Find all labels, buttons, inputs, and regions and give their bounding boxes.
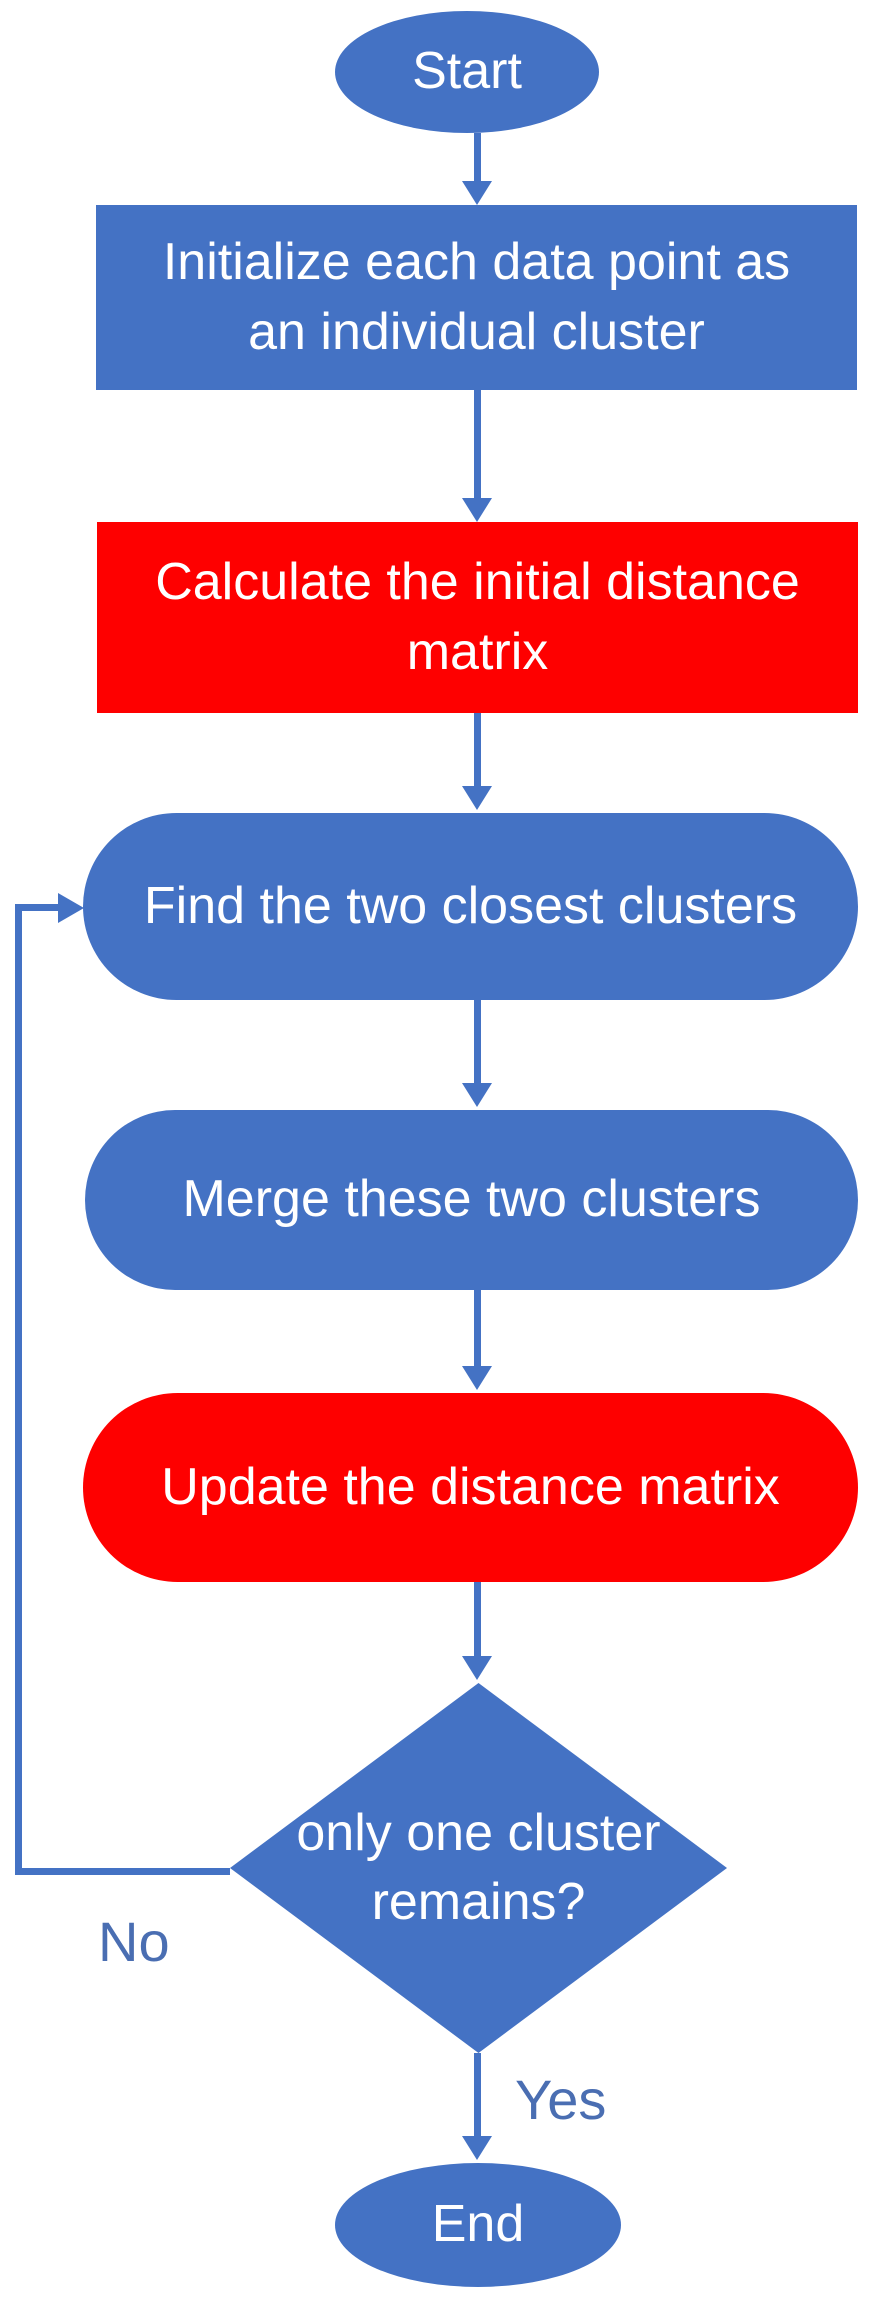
node-merge-clusters: Merge these two clusters <box>85 1110 858 1290</box>
arrowhead-down-icon <box>462 786 492 810</box>
node-merge-label: Merge these two clusters <box>182 1170 761 1229</box>
arrowhead-right-icon <box>58 893 84 923</box>
arrow-start-to-initialize <box>474 133 481 183</box>
node-find-label: Find the two closest clusters <box>143 876 798 935</box>
arrow-initialize-to-calculate <box>474 390 481 500</box>
node-start-label: Start <box>412 42 522 101</box>
arrow-calculate-to-find <box>474 713 481 788</box>
loop-no-bottom-segment <box>15 1868 230 1875</box>
node-decision-line2: remains? <box>371 1873 586 1931</box>
node-calculate-line1: Calculate the initial distance <box>155 553 800 612</box>
node-find-closest-clusters: Find the two closest clusters <box>83 813 858 1000</box>
node-end: End <box>335 2163 621 2287</box>
node-initialize-line2: an individual cluster <box>248 302 705 361</box>
arrow-merge-to-update <box>474 1290 481 1368</box>
node-calculate-distance-matrix: Calculate the initial distance matrix <box>97 522 858 713</box>
arrowhead-down-icon <box>462 1366 492 1390</box>
arrowhead-down-icon <box>462 1656 492 1680</box>
arrow-update-to-decision <box>474 1582 481 1658</box>
node-start: Start <box>335 11 599 133</box>
loop-no-vertical-segment <box>15 904 22 1875</box>
arrow-decision-to-end <box>474 2053 481 2138</box>
loop-no-top-segment <box>15 904 59 911</box>
node-initialize-line1: Initialize each data point as <box>162 233 791 292</box>
arrowhead-down-icon <box>462 498 492 522</box>
node-calculate-line2: matrix <box>406 622 549 681</box>
edge-label-no: No <box>98 1910 170 1973</box>
arrowhead-down-icon <box>462 1083 492 1107</box>
arrowhead-down-icon <box>462 2136 492 2160</box>
node-decision-one-cluster: only one cluster remains? <box>230 1683 727 2053</box>
node-update-label: Update the distance matrix <box>161 1457 780 1516</box>
edge-label-yes: Yes <box>515 2068 607 2131</box>
arrowhead-down-icon <box>462 181 492 205</box>
node-update-distance-matrix: Update the distance matrix <box>83 1393 858 1582</box>
node-end-label: End <box>431 2195 525 2254</box>
node-decision-line1: only one cluster <box>296 1803 661 1862</box>
arrow-find-to-merge <box>474 1000 481 1085</box>
node-initialize-clusters: Initialize each data point as an individ… <box>96 205 857 390</box>
